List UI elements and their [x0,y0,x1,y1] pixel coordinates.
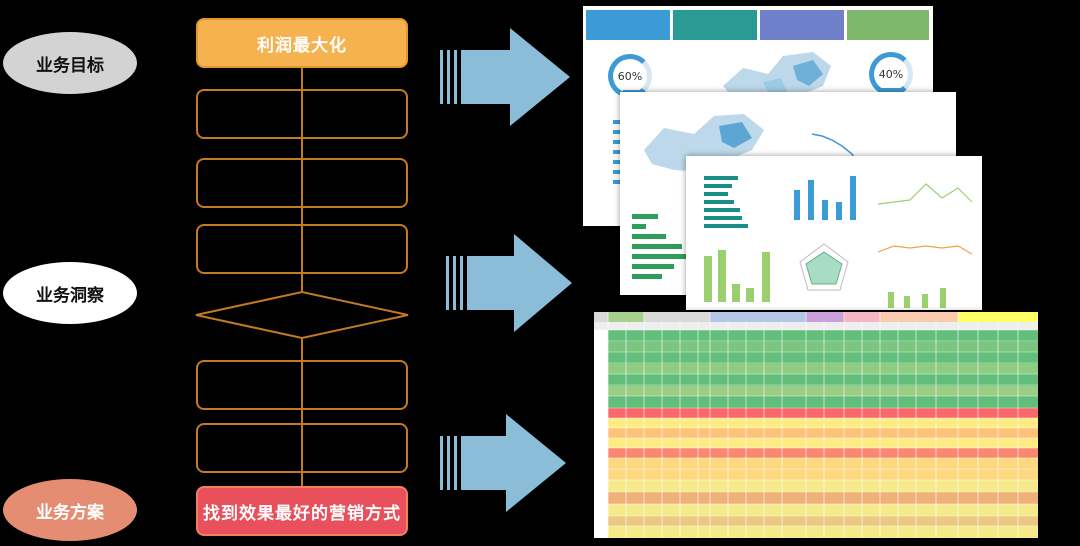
empty-step-box-3 [196,224,408,274]
empty-step-box-2 [196,158,408,208]
kpi-tile-3 [760,10,844,40]
gauge-right-value: 40% [878,67,904,81]
business-insight-ellipse: 业务洞察 [3,262,137,324]
empty-step-box-5 [196,423,408,473]
arrow-to-heatmap [440,414,566,512]
best-marketing-method-box: 找到效果最好的营销方式 [196,486,408,536]
empty-step-box-4 [196,360,408,410]
decision-diamond [195,290,409,340]
heatmap-grid [594,312,1038,538]
analysis-radar [799,243,849,291]
analysis-line [877,183,973,205]
profit-maximization-text: 利润最大化 [257,35,347,56]
business-plan-label: 业务方案 [36,502,104,523]
gauge-left-value: 60% [617,69,643,83]
analysis-screenshot [686,156,982,310]
business-insight-label: 业务洞察 [36,285,104,306]
analysis-columns [794,176,856,220]
analysis-hbars [704,176,748,228]
analysis-orange-line [877,245,973,255]
analysis-small-columns [888,288,946,308]
best-marketing-method-text: 找到效果最好的营销方式 [203,503,401,524]
kpi-tile-4 [847,10,929,40]
empty-step-box-1 [196,89,408,139]
gauge-right-bar [881,88,903,94]
analysis-green-columns [704,250,770,302]
business-plan-ellipse: 业务方案 [3,479,137,541]
kpi-tile-2 [673,10,757,40]
heatmap-table-screenshot [594,312,1038,538]
kpi-tile-1 [586,10,670,40]
arrow-to-reports [446,234,572,332]
business-goal-label: 业务目标 [36,55,104,76]
arrow-to-dashboard [440,28,570,126]
business-goal-ellipse: 业务目标 [3,32,137,94]
profit-maximization-box: 利润最大化 [196,18,408,68]
report-green-bars [632,214,688,279]
